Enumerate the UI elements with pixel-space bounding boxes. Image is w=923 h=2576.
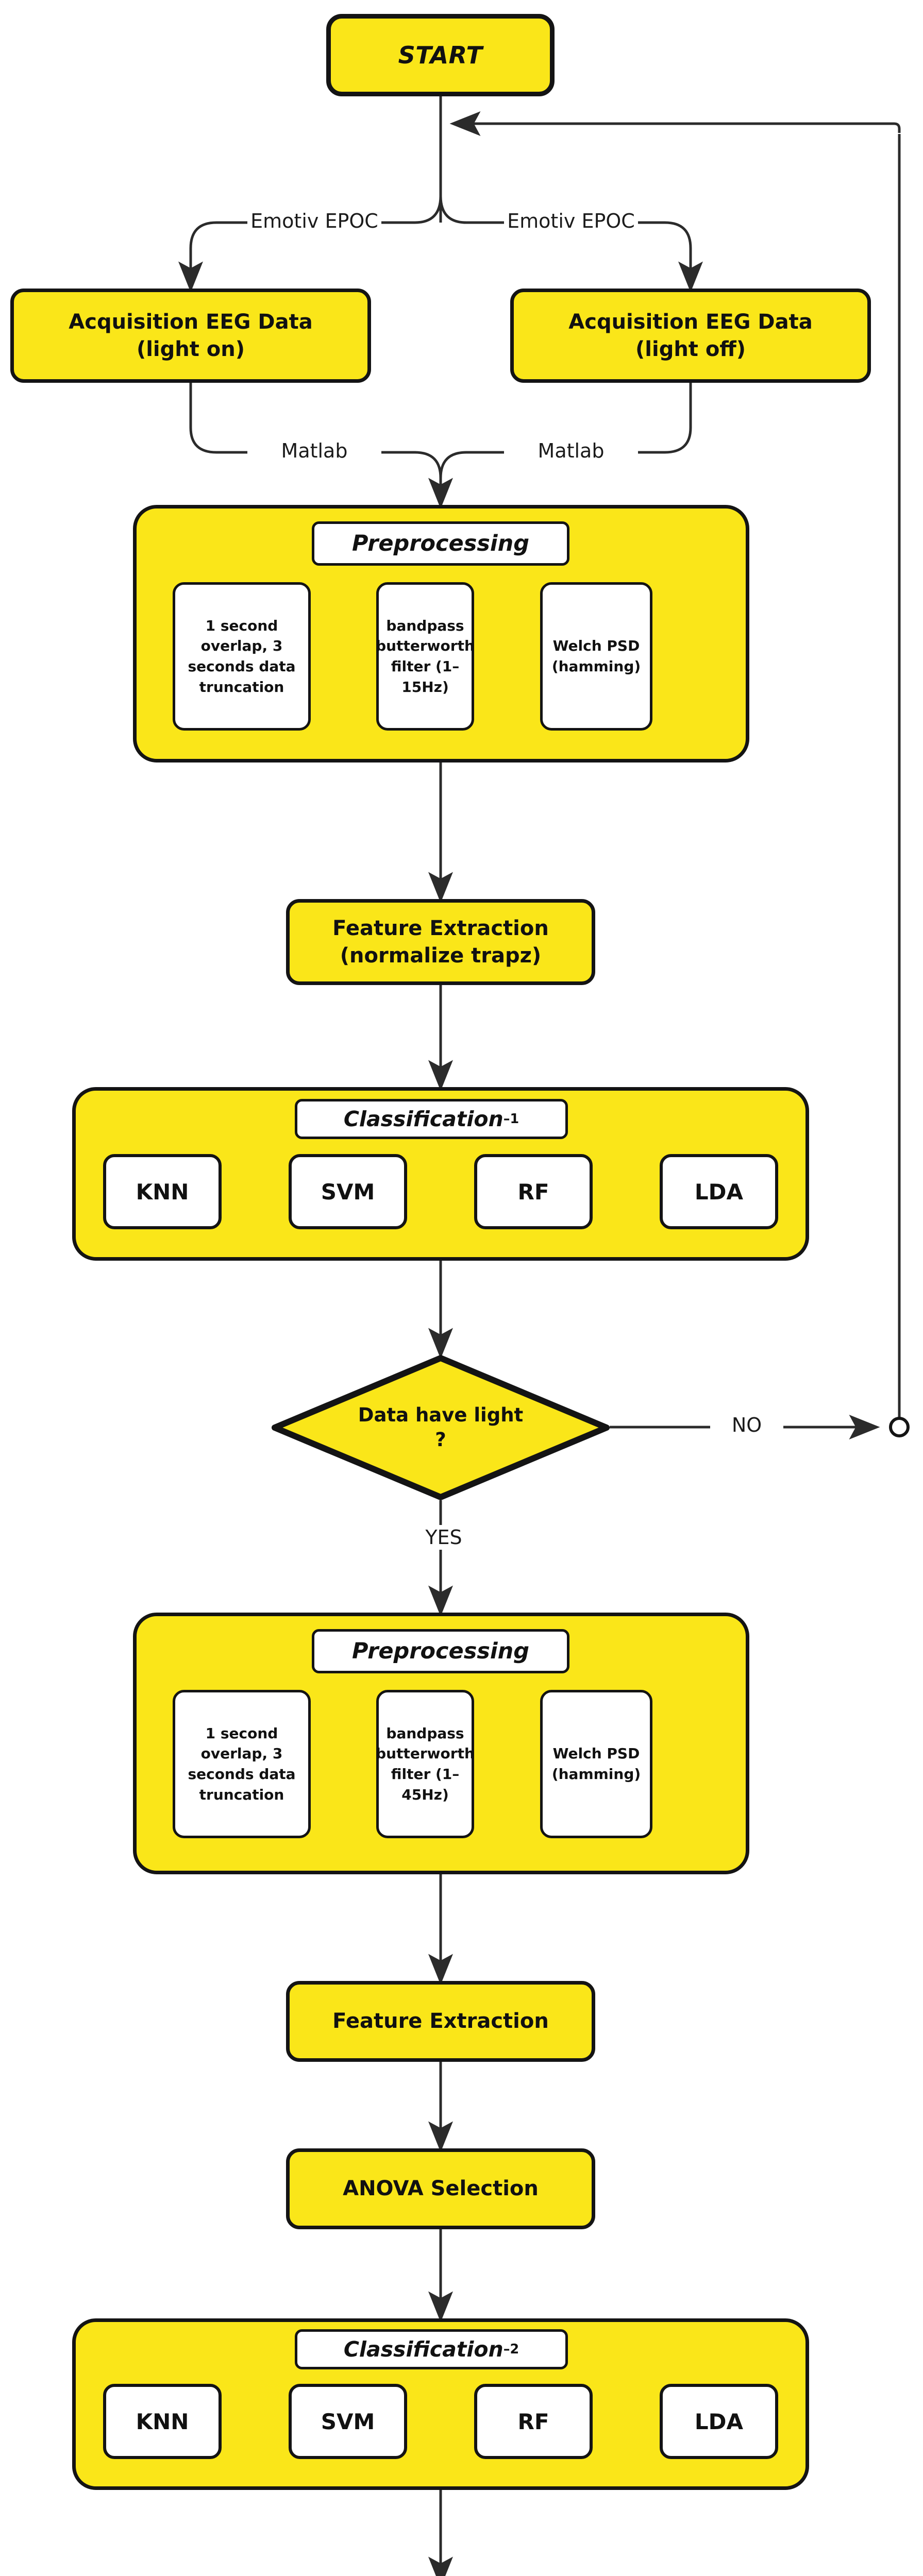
classification-2-title: Classification [343, 2336, 504, 2362]
feature-extraction-2-box[interactable]: Feature Extraction [286, 1981, 595, 2062]
edge-label-emotiv-left: Emotiv EPOC [247, 209, 381, 233]
preprocessing-1-title-chip: Preprocessing [312, 521, 569, 566]
classification-1-methods: KNN SVM RF LDA [103, 1154, 778, 1229]
classification-1-title-chip: Classification–1 [295, 1099, 568, 1139]
classification-2-title-chip-wrap: Classification–2 [295, 2329, 568, 2369]
edge-label-no: NO [710, 1413, 783, 1437]
classifier-svm-1[interactable]: SVM [289, 1154, 407, 1229]
decision-diamond-shape [272, 1355, 610, 1500]
preprocessing-1-steps: 1 second overlap, 3 seconds data truncat… [173, 582, 709, 731]
preprocessing-2-steps: 1 second overlap, 3 seconds data truncat… [173, 1690, 709, 1838]
edge-label-yes: YES [407, 1525, 480, 1550]
preprocessing-1-title: Preprocessing [351, 530, 530, 556]
preproc-2-step-1[interactable]: 1 second overlap, 3 seconds data truncat… [173, 1690, 311, 1838]
anova-selection-box[interactable]: ANOVA Selection [286, 2148, 595, 2229]
preprocessing-2-title-chip: Preprocessing [312, 1629, 569, 1673]
classification-2-methods: KNN SVM RF LDA [103, 2384, 778, 2459]
acquisition-light-on-box[interactable]: Acquisition EEG Data (light on) [10, 289, 371, 383]
acquisition-light-off-line2: (light off) [635, 337, 746, 361]
feature-extraction-1-box[interactable]: Feature Extraction (normalize trapz) [286, 899, 595, 985]
classifier-knn-2[interactable]: KNN [103, 2384, 222, 2459]
classification-1-title-chip-wrap: Classification–1 [295, 1099, 568, 1139]
decision-line1: Data have light [358, 1403, 524, 1426]
classification-2-title-chip: Classification–2 [295, 2329, 568, 2369]
feature-extraction-2-label: Feature Extraction [332, 2009, 549, 2033]
acquisition-light-off-line1: Acquisition EEG Data [568, 310, 813, 334]
classifier-lda-1[interactable]: LDA [660, 1154, 778, 1229]
anova-selection-label: ANOVA Selection [343, 2177, 539, 2201]
feature-extraction-1-line2: (normalize trapz) [340, 943, 542, 968]
preproc-2-step-2[interactable]: bandpass butterworth filter (1–45Hz) [376, 1690, 475, 1838]
start-label: START [398, 41, 483, 69]
preproc-1-step-2[interactable]: bandpass butterworth filter (1–15Hz) [376, 582, 475, 731]
edge-label-matlab-left: Matlab [247, 438, 381, 463]
decision-label: Data have light ? [272, 1355, 610, 1500]
decision-data-have-light[interactable]: Data have light ? [272, 1355, 610, 1500]
classifier-lda-2[interactable]: LDA [660, 2384, 778, 2459]
edge-label-emotiv-right: Emotiv EPOC [504, 209, 638, 233]
classification-1-title-sub: –1 [503, 1111, 519, 1127]
classifier-knn-1[interactable]: KNN [103, 1154, 222, 1229]
acquisition-light-off-box[interactable]: Acquisition EEG Data (light off) [510, 289, 871, 383]
preproc-1-step-1[interactable]: 1 second overlap, 3 seconds data truncat… [173, 582, 311, 731]
preprocessing-2-title-chip-wrap: Preprocessing [312, 1629, 569, 1673]
decision-line2: ? [435, 1429, 446, 1451]
feature-extraction-1-line1: Feature Extraction [332, 916, 549, 940]
preproc-1-step-3[interactable]: Welch PSD (hamming) [540, 582, 652, 731]
preproc-2-step-3[interactable]: Welch PSD (hamming) [540, 1690, 652, 1838]
classifier-rf-1[interactable]: RF [474, 1154, 593, 1229]
classification-1-title: Classification [343, 1106, 504, 1131]
edge-label-matlab-right: Matlab [504, 438, 638, 463]
classification-2-title-sub: –2 [503, 2341, 519, 2357]
start-terminator[interactable]: START [326, 14, 555, 96]
classifier-rf-2[interactable]: RF [474, 2384, 593, 2459]
acquisition-light-on-line2: (light on) [136, 337, 245, 361]
acquisition-light-on-line1: Acquisition EEG Data [69, 310, 313, 334]
classifier-svm-2[interactable]: SVM [289, 2384, 407, 2459]
preprocessing-2-title: Preprocessing [351, 1638, 530, 1664]
preprocessing-1-title-chip-wrap: Preprocessing [312, 521, 569, 566]
